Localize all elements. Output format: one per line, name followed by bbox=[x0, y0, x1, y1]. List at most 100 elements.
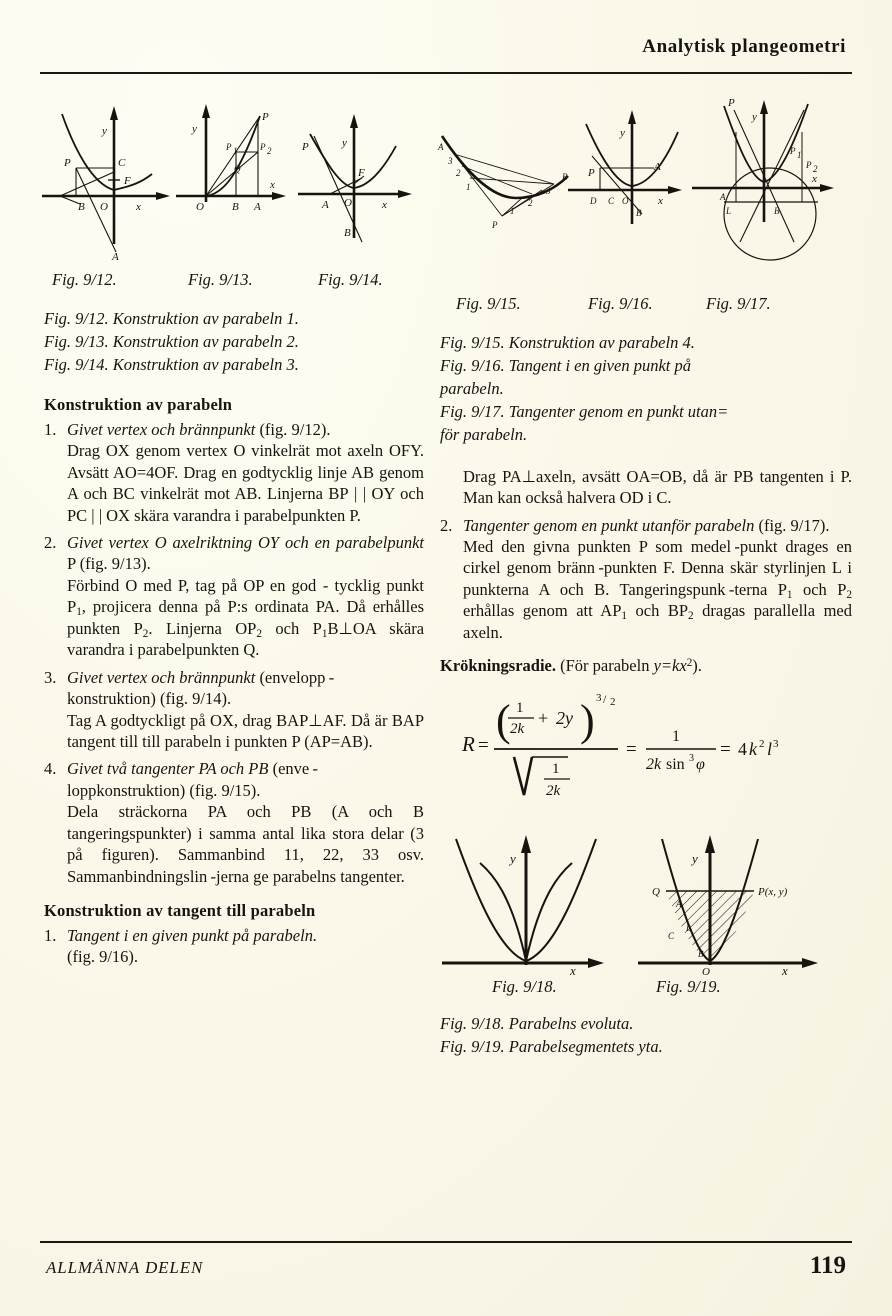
right-item-lead-2: Tangenter genom en punkt utanför parabel… bbox=[463, 515, 755, 535]
heading-konstruktion-av-parabeln: Konstruktion av parabeln bbox=[44, 394, 233, 414]
list-item-3: 3. Givet vertex och brännpunkt (envelopp… bbox=[44, 667, 424, 751]
figure-9-15: A 3 2 1 P 1 2 3 B bbox=[432, 124, 577, 239]
svg-text:C: C bbox=[668, 931, 675, 941]
parabola-construction-list: 1. Givet vertex och brännpunkt (fig. 9/1… bbox=[44, 419, 424, 887]
svg-text:+: + bbox=[538, 708, 548, 728]
svg-text:L: L bbox=[725, 206, 731, 216]
svg-text:A: A bbox=[253, 201, 261, 213]
svg-text:1: 1 bbox=[233, 146, 238, 156]
item-lead-tail-2: P (fig. 9/13). bbox=[67, 554, 151, 574]
svg-text:x: x bbox=[135, 201, 141, 213]
svg-text:B: B bbox=[344, 227, 351, 239]
right-list-item-2: 2. Tangenter genom en punkt utanför para… bbox=[440, 515, 852, 642]
svg-text:1: 1 bbox=[672, 728, 680, 745]
svg-text:P: P bbox=[225, 142, 232, 152]
svg-text:O: O bbox=[196, 201, 204, 213]
svg-text:=: = bbox=[478, 735, 489, 756]
figure-9-17: P y P 1 P 2 A L B x bbox=[690, 92, 855, 292]
fignum-9-15: Fig. 9/15. bbox=[456, 294, 521, 313]
svg-text:C: C bbox=[118, 157, 126, 169]
caption-9-15: Fig. 9/15. Konstruktion av parabeln 4. bbox=[440, 333, 695, 352]
svg-text:2k: 2k bbox=[546, 783, 561, 799]
svg-text:P: P bbox=[261, 111, 269, 123]
svg-text:y: y bbox=[191, 123, 197, 135]
svg-text:1: 1 bbox=[516, 700, 524, 716]
svg-text:2k: 2k bbox=[510, 721, 525, 737]
right-figure-number-row: Fig. 9/15. Fig. 9/16. Fig. 9/17. bbox=[440, 294, 852, 320]
item-lead-tail-1: (fig. 9/12). bbox=[255, 419, 331, 439]
svg-text:A: A bbox=[111, 251, 119, 263]
svg-text:1: 1 bbox=[510, 206, 515, 216]
curvature-line: Krökningsradie. (För parabeln y=kx2). bbox=[440, 655, 852, 676]
bottom-figure-strip: y x bbox=[440, 823, 852, 978]
svg-text:O: O bbox=[100, 201, 108, 213]
svg-text:B: B bbox=[78, 201, 85, 213]
svg-text:C: C bbox=[608, 196, 615, 206]
right-caption-block: Fig. 9/15. Konstruktion av parabeln 4. F… bbox=[440, 332, 852, 446]
curvature-radius-formula: R = ( 1 2k + 2y ) 3 / 2 bbox=[440, 687, 852, 805]
svg-text:3: 3 bbox=[773, 738, 779, 750]
caption-9-16-line2: parabeln. bbox=[440, 378, 504, 398]
svg-text:B: B bbox=[698, 949, 704, 959]
curvature-note: (För parabeln y=kx2). bbox=[560, 656, 702, 676]
svg-text:x: x bbox=[381, 199, 387, 211]
fignum-9-16: Fig. 9/16. bbox=[588, 294, 653, 313]
svg-text:2y: 2y bbox=[556, 708, 573, 728]
svg-text:O: O bbox=[622, 196, 629, 206]
svg-text:x: x bbox=[569, 963, 576, 978]
svg-text:l: l bbox=[767, 739, 772, 759]
svg-text:A: A bbox=[321, 199, 329, 211]
fignum-9-19: Fig. 9/19. bbox=[656, 976, 721, 996]
svg-text:x: x bbox=[811, 173, 817, 185]
svg-text:3: 3 bbox=[689, 753, 694, 764]
running-head: Analytisk plangeometri bbox=[642, 36, 846, 57]
svg-text:1: 1 bbox=[797, 150, 802, 160]
svg-text:1: 1 bbox=[466, 182, 471, 192]
svg-text:2: 2 bbox=[267, 146, 272, 156]
caption-9-17-line1: Fig. 9/17. Tangenter genom en punkt utan… bbox=[440, 401, 729, 421]
svg-text:y: y bbox=[508, 851, 516, 866]
svg-text:3: 3 bbox=[447, 156, 453, 166]
page-number: 119 bbox=[809, 1252, 846, 1279]
caption-9-13: Fig. 9/13. Konstruktion av parabeln 2. bbox=[44, 331, 299, 351]
right-item-number-2: 2. bbox=[440, 515, 453, 535]
figure-9-19: Q P(x, y) A L C B O x y bbox=[636, 823, 851, 978]
svg-text:y: y bbox=[619, 127, 625, 139]
list-item-2: 2. Givet vertex O axelriktning OY och en… bbox=[44, 533, 425, 660]
svg-text:Q: Q bbox=[652, 886, 660, 898]
svg-text:P: P bbox=[727, 97, 735, 109]
right-column: A 3 2 1 P 1 2 3 B bbox=[437, 92, 855, 1059]
tangent-item-lead: Tangent i en given punkt på parabeln. bbox=[67, 926, 318, 945]
svg-text:O: O bbox=[702, 966, 710, 978]
tangent-construction-list: 1. Tangent i en given punkt på parabeln.… bbox=[44, 925, 424, 968]
svg-text:D: D bbox=[589, 196, 597, 206]
fignum-9-14: Fig. 9/14. bbox=[318, 270, 383, 289]
heading-konstruktion-av-tangent: Konstruktion av tangent till parabeln bbox=[44, 901, 316, 920]
item-number-1: 1. bbox=[44, 419, 57, 439]
svg-text:1: 1 bbox=[552, 761, 560, 777]
tangent-intro-paragraph: Drag PA⊥axeln, avsätt OA=OB, då är PB ta… bbox=[463, 466, 853, 508]
fignum-9-17: Fig. 9/17. bbox=[706, 294, 771, 313]
item-lead-1: Givet vertex och brännpunkt bbox=[67, 419, 256, 439]
figure-9-13: y P P 1 P 2 Q O B A x bbox=[174, 92, 304, 262]
svg-text:L: L bbox=[685, 923, 691, 933]
fignum-9-12: Fig. 9/12. bbox=[52, 270, 117, 289]
svg-text:): ) bbox=[580, 696, 595, 745]
caption-9-18: Fig. 9/18. Parabelns evoluta. bbox=[440, 1013, 634, 1033]
svg-text:=: = bbox=[720, 739, 731, 760]
fignum-9-13: Fig. 9/13. bbox=[188, 270, 253, 289]
left-column: y P C F B O x A bbox=[42, 92, 424, 974]
footer-rule bbox=[40, 1241, 852, 1243]
caption-9-12: Fig. 9/12. Konstruktion av parabeln 1. bbox=[44, 309, 299, 328]
item-lead-2: Givet vertex O axelriktning OY och en pa… bbox=[67, 533, 424, 552]
svg-text:2: 2 bbox=[528, 198, 533, 208]
svg-text:=: = bbox=[626, 739, 637, 760]
svg-text:B: B bbox=[636, 208, 642, 218]
figure-9-12: y P C F B O x A bbox=[40, 92, 190, 263]
svg-text:y: y bbox=[690, 851, 698, 866]
svg-text:F: F bbox=[123, 175, 131, 187]
svg-text:y: y bbox=[341, 137, 347, 149]
svg-text:B: B bbox=[232, 201, 239, 213]
bottom-caption-block: Fig. 9/18. Parabelns evoluta. Fig. 9/19.… bbox=[440, 1013, 852, 1058]
